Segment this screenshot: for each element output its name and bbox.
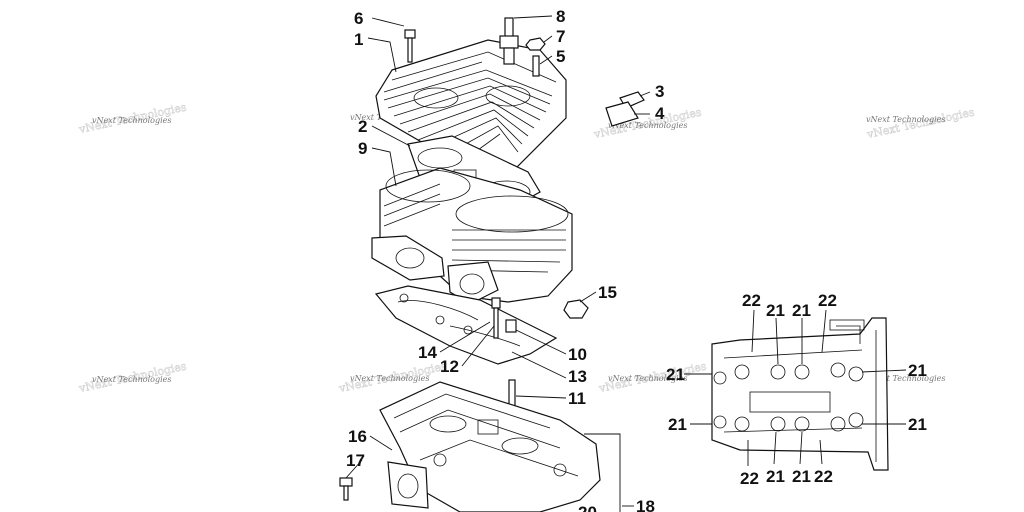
callout-15: 15: [598, 283, 617, 302]
cylinder-head: [375, 39, 567, 171]
callout-21-right-bottom: 21: [908, 415, 927, 434]
callout-18: 18: [636, 497, 655, 512]
spark-plug: [499, 17, 519, 65]
watermark-7: vNext Technologies: [608, 374, 687, 383]
callout-10: 10: [568, 345, 587, 364]
callout-labels: 6 1 8 7 5 3 4 2 9 15 14 10 12 13 11 16 1…: [346, 7, 927, 512]
callout-21-top-1: 21: [766, 301, 785, 320]
stud-nut: [525, 37, 546, 77]
callout-21-left-top: 21: [666, 365, 685, 384]
watermark-4: vNext Technologies: [92, 375, 171, 384]
crankcase-lower: [711, 317, 889, 471]
callout-22-bottom-left: 22: [740, 469, 759, 488]
callout-22-top-right: 22: [818, 291, 837, 310]
callout-5: 5: [556, 47, 565, 66]
flange-bolt: [339, 477, 353, 501]
callout-6: 6: [354, 9, 363, 28]
callout-9: 9: [358, 139, 367, 158]
cylinder-stud: [491, 297, 517, 427]
thermostat-bracket: [605, 91, 645, 127]
callout-22-top-left: 22: [742, 291, 761, 310]
callout-3: 3: [655, 82, 664, 101]
flange-nut: [563, 299, 589, 319]
watermark-3: vNext Technologies: [866, 115, 945, 124]
watermark-6: vNext Technologies: [350, 374, 429, 383]
callout-20: 20: [578, 503, 597, 512]
callout-1: 1: [354, 30, 363, 49]
watermark-1: vNext Technologies: [92, 116, 171, 125]
callout-14: 14: [418, 343, 437, 362]
callout-17: 17: [346, 451, 365, 470]
callout-8: 8: [556, 7, 565, 26]
watermark-2: vNext Technologies: [608, 121, 687, 130]
callout-13: 13: [568, 367, 587, 386]
callout-21-bottom-1: 21: [766, 467, 785, 486]
callout-12: 12: [440, 357, 459, 376]
callout-21-bottom-2: 21: [792, 467, 811, 486]
callout-21-left-bottom: 21: [668, 415, 687, 434]
watermark-8: vNext Technologies: [866, 374, 945, 383]
callout-2: 2: [358, 117, 367, 136]
base-gasket: [374, 285, 558, 365]
callout-22-bottom-right: 22: [814, 467, 833, 486]
callout-7: 7: [556, 27, 565, 46]
callout-21-top-2: 21: [792, 301, 811, 320]
cylinder-block: [371, 167, 573, 305]
head-bolt: [404, 29, 416, 63]
callout-16: 16: [348, 427, 367, 446]
intake-flange: [387, 461, 429, 509]
callout-21-right-top: 21: [908, 361, 927, 380]
callout-4: 4: [655, 104, 665, 123]
leader-lines: [345, 15, 907, 512]
callout-11: 11: [568, 389, 586, 408]
